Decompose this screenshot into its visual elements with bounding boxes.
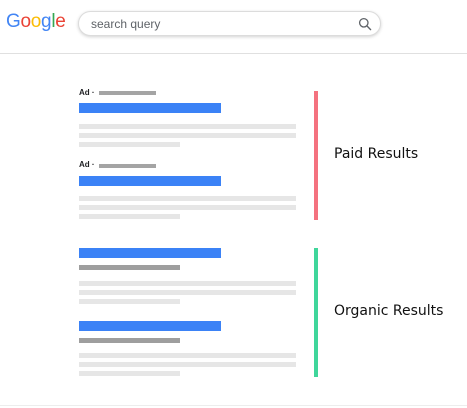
- snippet-line-placeholder: [79, 281, 296, 286]
- logo-letter-o2: o: [30, 11, 42, 32]
- logo-letter-o1: o: [20, 11, 31, 32]
- result-url-placeholder: [79, 265, 180, 270]
- google-logo[interactable]: Google: [6, 9, 66, 35]
- logo-letter-e: e: [55, 11, 66, 32]
- snippet-line-placeholder: [79, 290, 296, 295]
- logo-letter-g2: g: [41, 11, 52, 32]
- organic-results-label: Organic Results: [334, 303, 444, 319]
- snippet-line-placeholder: [79, 214, 180, 219]
- search-icon[interactable]: [358, 17, 372, 31]
- footer-divider: [0, 405, 467, 406]
- snippet-line-placeholder: [79, 142, 180, 147]
- result-title-placeholder[interactable]: [79, 321, 221, 331]
- paid-results-label: Paid Results: [334, 146, 419, 162]
- ad-url-placeholder: [99, 91, 156, 95]
- logo-letter-g: G: [6, 11, 21, 32]
- paid-results-bracket: [314, 91, 318, 220]
- result-url-placeholder: [79, 338, 180, 343]
- ad-label: Ad ·: [79, 160, 95, 169]
- search-input[interactable]: [91, 15, 341, 33]
- snippet-line-placeholder: [79, 299, 180, 304]
- result-title-placeholder[interactable]: [79, 103, 221, 113]
- logo-letter-l: l: [51, 11, 56, 32]
- ad-label: Ad ·: [79, 88, 95, 97]
- result-title-placeholder[interactable]: [79, 176, 221, 186]
- snippet-line-placeholder: [79, 133, 296, 138]
- ad-url-placeholder: [99, 164, 156, 168]
- snippet-line-placeholder: [79, 124, 296, 129]
- header-divider: [0, 53, 467, 54]
- snippet-line-placeholder: [79, 362, 296, 367]
- organic-results-bracket: [314, 248, 318, 377]
- snippet-line-placeholder: [79, 205, 296, 210]
- search-box[interactable]: [78, 11, 381, 36]
- result-title-placeholder[interactable]: [79, 248, 221, 258]
- snippet-line-placeholder: [79, 371, 180, 376]
- snippet-line-placeholder: [79, 196, 296, 201]
- snippet-line-placeholder: [79, 353, 296, 358]
